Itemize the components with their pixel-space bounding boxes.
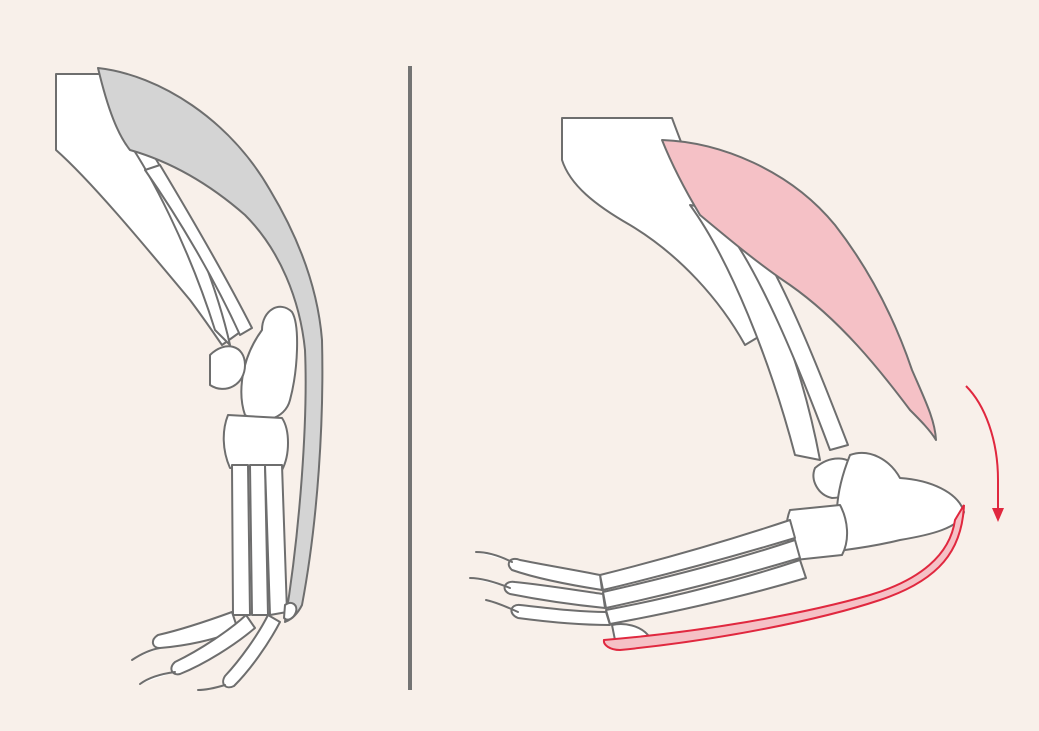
left-toe-3 [222, 614, 281, 689]
contraction-arrow [965, 385, 999, 515]
left-metatarsal-1 [231, 464, 251, 616]
left-panel [55, 67, 324, 691]
right-panel [469, 117, 1004, 652]
right-claw-2 [469, 577, 511, 589]
left-claw-2 [139, 671, 176, 685]
left-tarsal [222, 414, 289, 471]
right-claw-3 [485, 599, 519, 613]
right-calf-muscle-contracted [661, 139, 937, 441]
left-claw-1 [131, 647, 161, 661]
right-metatarsal-3 [605, 559, 807, 625]
right-claw-1 [475, 551, 513, 563]
left-heel-bone [240, 305, 299, 421]
right-toe-1 [507, 558, 603, 591]
right-plantar-tendon [602, 504, 965, 652]
left-claw-3 [197, 684, 226, 691]
arrow-head-icon [992, 508, 1004, 522]
left-toe-1 [152, 611, 239, 649]
left-calf-muscle [97, 67, 324, 623]
left-fibula [144, 164, 253, 336]
right-metatarsal-1 [599, 519, 796, 591]
right-toe-3 [510, 603, 611, 626]
right-metatarsal-2 [602, 539, 801, 609]
left-toe-4 [283, 602, 298, 621]
left-ankle-bone [209, 345, 246, 390]
left-metatarsal-3 [264, 464, 288, 616]
